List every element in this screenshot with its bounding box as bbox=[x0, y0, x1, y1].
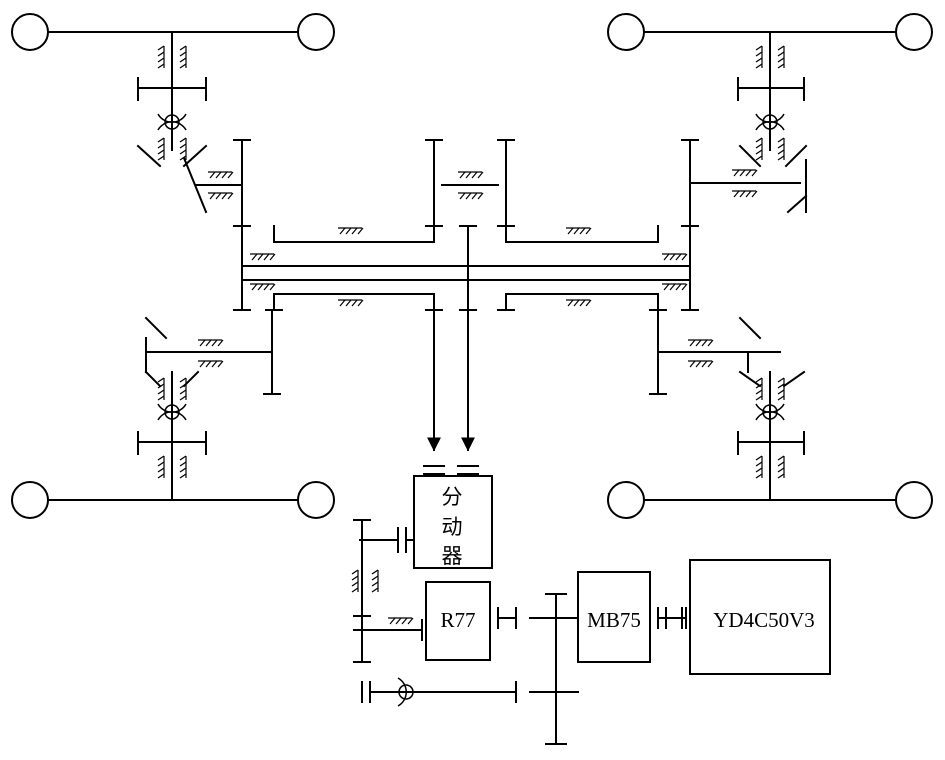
transfer-case: 分 动 器 bbox=[359, 465, 493, 569]
gearbox-mb75: MB75 bbox=[577, 571, 687, 663]
wheel-top-left-outer bbox=[11, 13, 49, 51]
reducer-r77: R77 bbox=[421, 581, 517, 661]
transfer-case-label-2: 动 bbox=[442, 515, 463, 539]
transfer-case-label-3: 器 bbox=[442, 544, 463, 568]
bottom-right-wheel-group bbox=[607, 316, 933, 519]
transfer-case-label-1: 分 bbox=[442, 485, 463, 509]
top-right-wheel-group bbox=[607, 13, 933, 214]
gearbox-input-shaft bbox=[515, 593, 579, 745]
wheel-top-left-inner bbox=[297, 13, 335, 51]
wheel-bottom-left-outer bbox=[11, 481, 49, 519]
wheel-bottom-right-inner bbox=[607, 481, 645, 519]
wheel-top-right-outer bbox=[895, 13, 933, 51]
reducer-label: R77 bbox=[440, 608, 475, 632]
bottom-left-wheel-group bbox=[11, 316, 335, 519]
intermediate-shaft bbox=[351, 519, 423, 663]
engine-label: YD4C50V3 bbox=[713, 608, 815, 632]
lower-auxiliary-shaft bbox=[361, 677, 517, 707]
center-shafts bbox=[145, 139, 781, 452]
wheel-top-right-inner bbox=[607, 13, 645, 51]
engine-yd4c50v3: YD4C50V3 bbox=[689, 559, 831, 675]
gearbox-label: MB75 bbox=[587, 608, 641, 632]
top-left-wheel-group bbox=[11, 13, 335, 214]
wheel-bottom-right-outer bbox=[895, 481, 933, 519]
wheel-bottom-left-inner bbox=[297, 481, 335, 519]
